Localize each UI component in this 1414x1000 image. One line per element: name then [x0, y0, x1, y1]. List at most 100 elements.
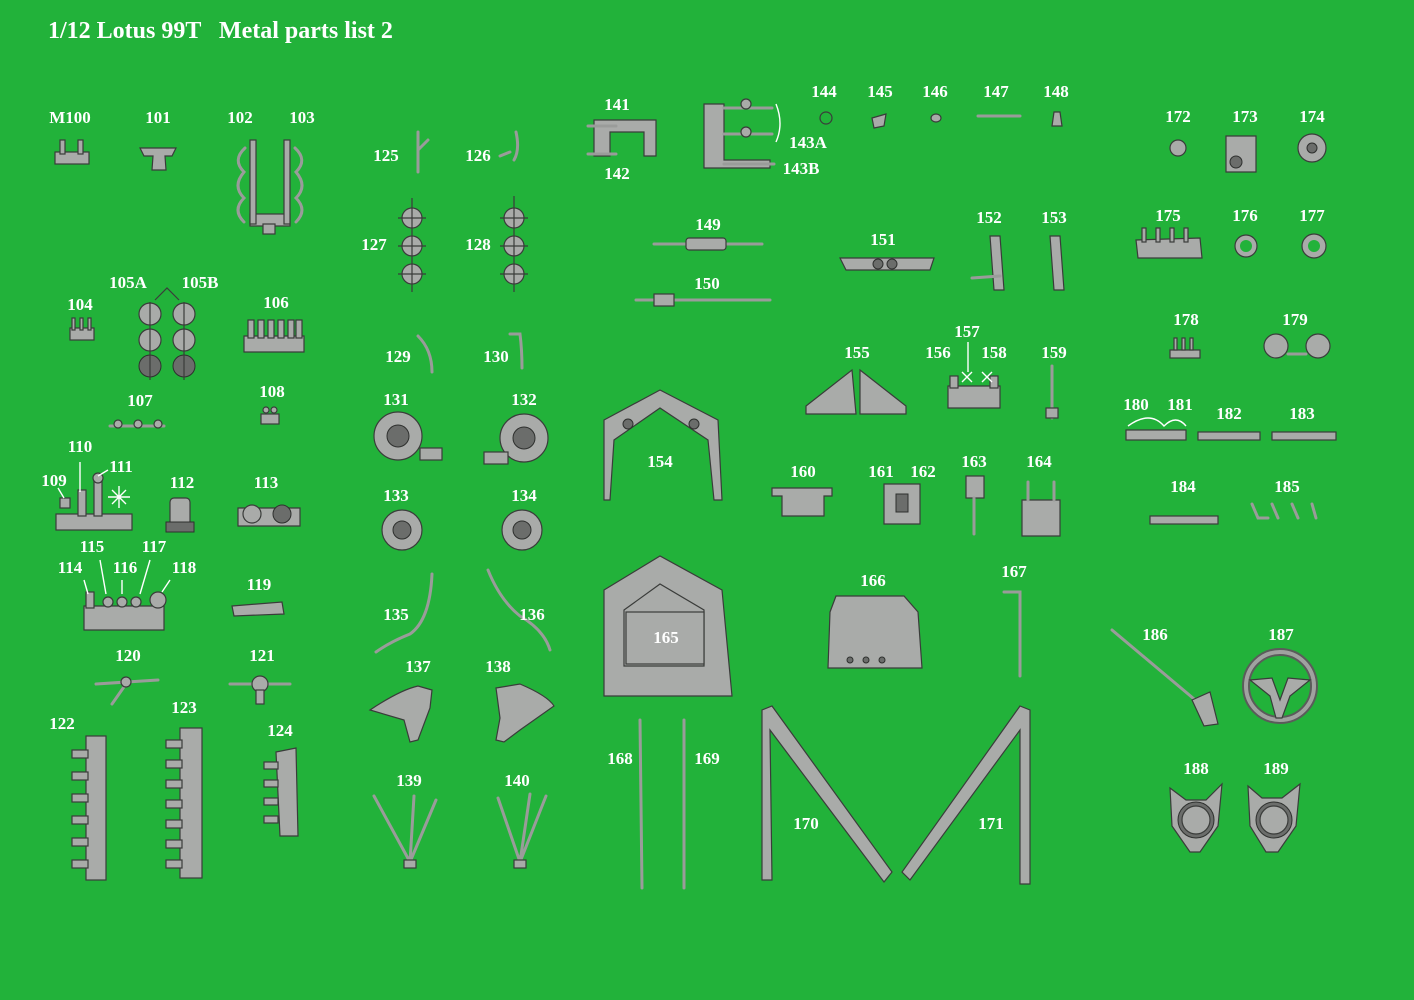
part-label-121: 121: [249, 646, 275, 665]
part-label-182: 182: [1216, 404, 1242, 423]
part-129-130-drawing: [416, 332, 524, 374]
part-label-186: 186: [1142, 625, 1168, 644]
part-label-145: 145: [867, 82, 893, 101]
part-120-drawing: [94, 676, 160, 706]
part-label-106: 106: [263, 293, 289, 312]
part-label-134: 134: [511, 486, 537, 505]
part-label-129: 129: [385, 347, 411, 366]
part-label-154: 154: [647, 452, 673, 471]
part-131-132-drawing: [373, 411, 549, 465]
part-101-drawing: [139, 147, 177, 171]
part-label-148: 148: [1043, 82, 1069, 101]
part-137-138-drawing: [368, 683, 555, 743]
part-label-169: 169: [694, 749, 720, 768]
part-label-104: 104: [67, 295, 93, 314]
part-156-158-drawing: [947, 342, 1001, 409]
part-label-153: 153: [1041, 208, 1067, 227]
part-108-drawing: [260, 406, 280, 425]
part-label-164: 164: [1026, 452, 1052, 471]
part-label-152: 152: [976, 208, 1002, 227]
part-label-131: 131: [383, 390, 409, 409]
part-188-189-drawing: [1169, 782, 1301, 853]
part-label-146: 146: [922, 82, 948, 101]
part-109-111-drawing: [55, 462, 133, 531]
part-172-174-drawing: [1169, 133, 1327, 173]
part-label-143b: 143B: [782, 159, 820, 178]
part-label-109: 109: [41, 471, 67, 490]
part-123-drawing: [165, 727, 203, 879]
part-label-184: 184: [1170, 477, 1196, 496]
part-105-drawing: [138, 287, 196, 380]
part-label-142: 142: [604, 164, 630, 183]
part-label-151: 151: [870, 230, 896, 249]
part-label-162: 162: [910, 462, 936, 481]
part-label-139: 139: [396, 771, 422, 790]
part-152-153-drawing: [970, 235, 1065, 291]
part-label-113: 113: [253, 473, 279, 492]
part-label-181: 181: [1167, 395, 1193, 414]
part-label-102: 102: [227, 108, 253, 127]
part-label-170: 170: [793, 814, 819, 833]
part-label-155: 155: [844, 343, 870, 362]
part-label-178: 178: [1173, 310, 1199, 329]
part-122-drawing: [71, 735, 107, 881]
part-184-185-drawing: [1149, 502, 1318, 525]
part-label-m100: M100: [49, 108, 91, 127]
part-label-173: 173: [1232, 107, 1258, 126]
part-label-110: 110: [67, 437, 93, 456]
part-label-165: 165: [653, 628, 679, 647]
part-label-175: 175: [1155, 206, 1181, 225]
part-label-128: 128: [465, 235, 491, 254]
part-label-112: 112: [169, 473, 195, 492]
part-label-133: 133: [383, 486, 409, 505]
part-143-drawing: [703, 98, 781, 169]
part-label-185: 185: [1274, 477, 1300, 496]
part-label-122: 122: [49, 714, 75, 733]
part-154-drawing: [603, 389, 723, 501]
part-114-118-drawing: [83, 559, 171, 631]
part-label-126: 126: [465, 146, 491, 165]
part-label-177: 177: [1299, 206, 1325, 225]
part-label-143a: 143A: [789, 133, 827, 152]
part-125-126-drawing: [416, 130, 520, 174]
part-170-171-drawing: [761, 705, 1031, 885]
part-label-107: 107: [127, 391, 153, 410]
part-186-drawing: [1110, 628, 1219, 727]
part-label-118: 118: [171, 558, 197, 577]
part-label-138: 138: [485, 657, 511, 676]
part-168-169-drawing: [638, 718, 686, 890]
part-165-drawing: [603, 555, 733, 697]
part-106-drawing: [243, 319, 305, 353]
part-label-114: 114: [57, 558, 83, 577]
part-141-142-drawing: [586, 119, 657, 157]
part-113-drawing: [237, 504, 301, 527]
part-label-130: 130: [483, 347, 509, 366]
part-label-157: 157: [954, 322, 980, 341]
part-107-drawing: [108, 419, 166, 429]
part-label-119: 119: [246, 575, 272, 594]
part-label-163: 163: [961, 452, 987, 471]
part-124-drawing: [263, 747, 299, 837]
part-135-136-drawing: [374, 568, 552, 654]
part-160-164-drawing: [771, 475, 1061, 537]
part-label-136: 136: [519, 605, 545, 624]
part-label-176: 176: [1232, 206, 1258, 225]
part-label-123: 123: [171, 698, 197, 717]
part-label-124: 124: [267, 721, 293, 740]
part-label-141: 141: [604, 95, 630, 114]
part-label-166: 166: [860, 571, 886, 590]
part-155-drawing: [805, 368, 907, 415]
part-m100-drawing: [54, 139, 90, 165]
part-label-132: 132: [511, 390, 537, 409]
page-title: 1/12 Lotus 99T Metal parts list 2: [48, 18, 393, 44]
part-label-105b: 105B: [181, 273, 219, 292]
part-label-101: 101: [145, 108, 171, 127]
part-166-drawing: [827, 595, 923, 669]
part-label-183: 183: [1289, 404, 1315, 423]
part-159-drawing: [1045, 364, 1059, 420]
part-label-180: 180: [1123, 395, 1149, 414]
part-label-158: 158: [981, 343, 1007, 362]
part-label-161: 161: [868, 462, 894, 481]
